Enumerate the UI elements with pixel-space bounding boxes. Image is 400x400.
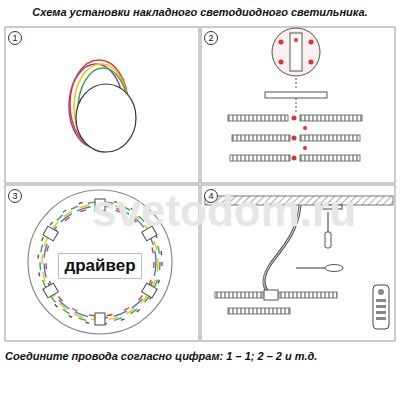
driver-box: драйвер: [58, 253, 141, 279]
part-label: драйвер: [64, 256, 135, 276]
panel-frame: [5, 27, 395, 341]
led-bar: [228, 115, 362, 161]
diagram-title: Схема установки накладного светодиодного…: [0, 6, 400, 18]
lamp-assembly: [215, 290, 337, 314]
watermark: svetodom.ru: [92, 186, 356, 236]
callout-number: 2: [208, 33, 213, 43]
step-number: 4: [204, 189, 218, 203]
callout-number: 1: [12, 33, 17, 43]
callout-number: 4: [208, 191, 213, 201]
step-number: 2: [204, 31, 218, 45]
lamp-disc: [76, 84, 136, 152]
step-number: 3: [8, 189, 22, 203]
remote-control: [373, 285, 389, 329]
mount-plate: [265, 28, 327, 112]
callout-number: 3: [12, 191, 17, 201]
diagram-caption: Соедините провода согласно цифрам: 1 – 1…: [5, 350, 317, 362]
joint-dot: [292, 116, 308, 161]
step-number: 1: [8, 31, 22, 45]
